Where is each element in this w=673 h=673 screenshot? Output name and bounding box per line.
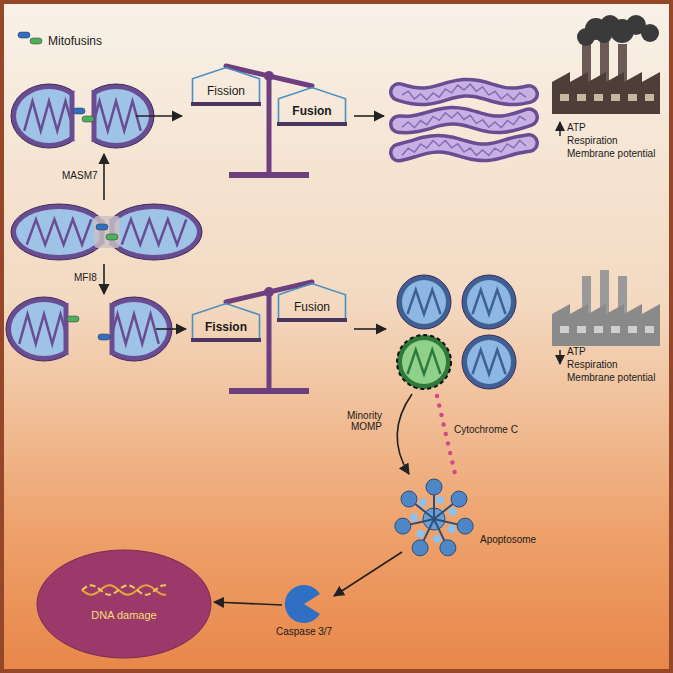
mitofusin-icon: [73, 108, 85, 114]
cytochrome-dot: [448, 451, 452, 455]
complex-label: Apoptosome: [480, 534, 536, 545]
mitochondrion: [6, 297, 66, 361]
factory-icon: [552, 15, 660, 114]
process-label: Minority MOMP: [326, 410, 382, 432]
scale-pan: Fission: [191, 66, 261, 106]
mitofusin-icon: [82, 116, 94, 122]
cytochrome-dot: [450, 460, 454, 464]
mitofusin-icon: [18, 32, 30, 38]
cytochrome-dot: [439, 413, 443, 417]
pan-label: Fission: [207, 84, 245, 98]
arrow: [354, 328, 386, 330]
caspase-icon: [285, 585, 320, 623]
output-label: Respiration: [567, 359, 618, 370]
mitochondrion: [11, 84, 72, 148]
factory-icon: [552, 270, 660, 346]
pan-label: Fusion: [294, 300, 330, 314]
mitochondrion: [462, 335, 516, 389]
output-label: Membrane potential: [567, 148, 655, 159]
compound-label: MFI8: [74, 272, 97, 283]
arrow: [103, 154, 105, 200]
arrow: [214, 602, 282, 605]
arrow: [559, 350, 561, 364]
cytochrome-dot: [452, 470, 456, 474]
arrow: [103, 264, 105, 294]
cytochrome-dot: [437, 403, 441, 407]
arrow: [559, 122, 561, 136]
cytochrome-dot: [441, 422, 445, 426]
arrow: [136, 115, 182, 117]
output-label: Membrane potential: [567, 372, 655, 383]
arrow: [334, 552, 402, 596]
output-label: ATP: [567, 346, 586, 357]
arrow: [156, 328, 186, 330]
molecule-label: Cytochrome C: [454, 424, 518, 435]
enzyme-label: Caspase 3/7: [276, 626, 332, 637]
scale-pan: Fission: [191, 302, 261, 342]
pan-label: Fission: [205, 320, 247, 334]
mitochondrion: [462, 275, 516, 329]
mitofusin-icon: [96, 224, 108, 230]
mitochondrion: [112, 204, 202, 260]
compound-label: MASM7: [62, 170, 98, 181]
pan-label: Fusion: [292, 104, 331, 118]
contact-site: [94, 216, 120, 248]
nucleus-outline: [36, 549, 212, 659]
scale-pan: Fusion: [277, 282, 347, 322]
output-label: Respiration: [567, 135, 618, 146]
mitofusin-icon: [98, 334, 110, 340]
mitofusin-icon: [30, 38, 42, 44]
scale-pan: Fusion: [277, 86, 347, 126]
arrow: [354, 115, 384, 117]
legend-text: Mitofusins: [48, 34, 102, 48]
mitofusin-icon: [106, 234, 118, 240]
cytochrome-dot: [446, 441, 450, 445]
cytochrome-dot: [444, 432, 448, 436]
mitochondrion: [11, 204, 102, 260]
mitochondrion: [397, 335, 451, 389]
mitochondrion: [397, 275, 451, 329]
arrow: [397, 394, 412, 474]
output-label: ATP: [567, 122, 586, 133]
mitofusin-icon: [67, 316, 79, 322]
cytochrome-dot: [435, 394, 439, 398]
nucleus: DNA damage: [36, 549, 212, 659]
nucleus-label: DNA damage: [91, 609, 156, 621]
apoptosome-icon: [395, 479, 473, 556]
